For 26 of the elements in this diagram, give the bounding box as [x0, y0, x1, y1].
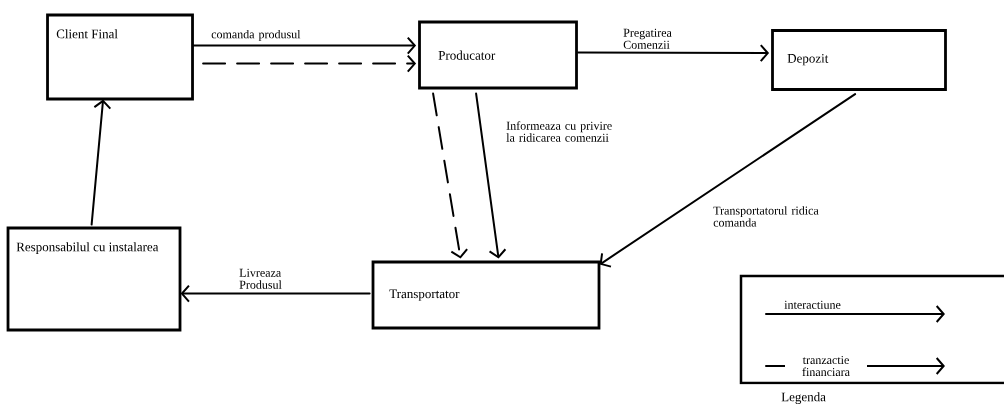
edge-label: Informeaza cu privire la ridicarea comenzii [506, 121, 612, 142]
arrow [202, 54, 417, 73]
box-text: Depozit [787, 54, 829, 66]
legend-text: interactiune [784, 300, 841, 309]
edge-label: comanda produsul [211, 29, 301, 41]
process-box [6, 226, 182, 332]
process-box [418, 20, 578, 90]
edge-label: Pregatirea Comenzii [623, 28, 672, 49]
arrow [599, 93, 857, 268]
arrow [90, 99, 112, 226]
legend-text: tranzactie financiara [785, 354, 867, 377]
arrow [180, 284, 371, 303]
process-box [371, 260, 601, 330]
process-box [771, 29, 947, 91]
box-text: Client Final [56, 29, 118, 39]
box-text: Producator [438, 50, 496, 60]
legend-title: Legenda [781, 392, 826, 404]
edge-label: Livreaza Produsul [239, 268, 282, 289]
edge-label: Transportatorul ridica comanda [713, 206, 819, 227]
arrow [192, 36, 417, 55]
arrow [475, 92, 507, 259]
box-text: Transportator [389, 289, 460, 301]
arrow [432, 92, 469, 259]
box-text: Responsabilul cu instalarea [16, 242, 159, 254]
arrow [577, 44, 770, 63]
process-box [46, 13, 194, 101]
